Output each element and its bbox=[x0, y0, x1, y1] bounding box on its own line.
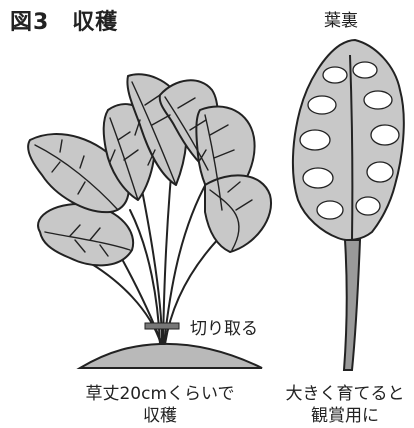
chard-midrib bbox=[349, 54, 354, 241]
spinach-leaves bbox=[27, 73, 273, 267]
soil-mound bbox=[76, 342, 263, 369]
caption-right: 大きく育てると 観賞用に bbox=[280, 383, 410, 427]
figure-title: 図3 収穫 bbox=[10, 10, 119, 35]
caption-right-line-2: 観賞用に bbox=[311, 406, 379, 426]
cut-marker bbox=[144, 322, 180, 330]
caption-left-line-1: 草丈20cmくらいで bbox=[85, 384, 235, 404]
caption-right-line-1: 大きく育てると bbox=[285, 384, 405, 404]
chard-stalk bbox=[342, 239, 362, 371]
leaf-veins bbox=[34, 81, 253, 257]
leaf-back-label: 葉裏 bbox=[324, 11, 358, 31]
chard-leaf bbox=[291, 38, 405, 241]
stem-bundle bbox=[69, 119, 233, 345]
leaf-right-low bbox=[204, 174, 273, 253]
caption-left: 草丈20cmくらいで 収穫 bbox=[70, 383, 250, 427]
chard-leaf-bumps bbox=[299, 61, 400, 220]
cut-label: 切り取る bbox=[190, 319, 258, 339]
caption-left-line-2: 収穫 bbox=[143, 406, 177, 426]
leaf-far-left bbox=[37, 203, 135, 267]
